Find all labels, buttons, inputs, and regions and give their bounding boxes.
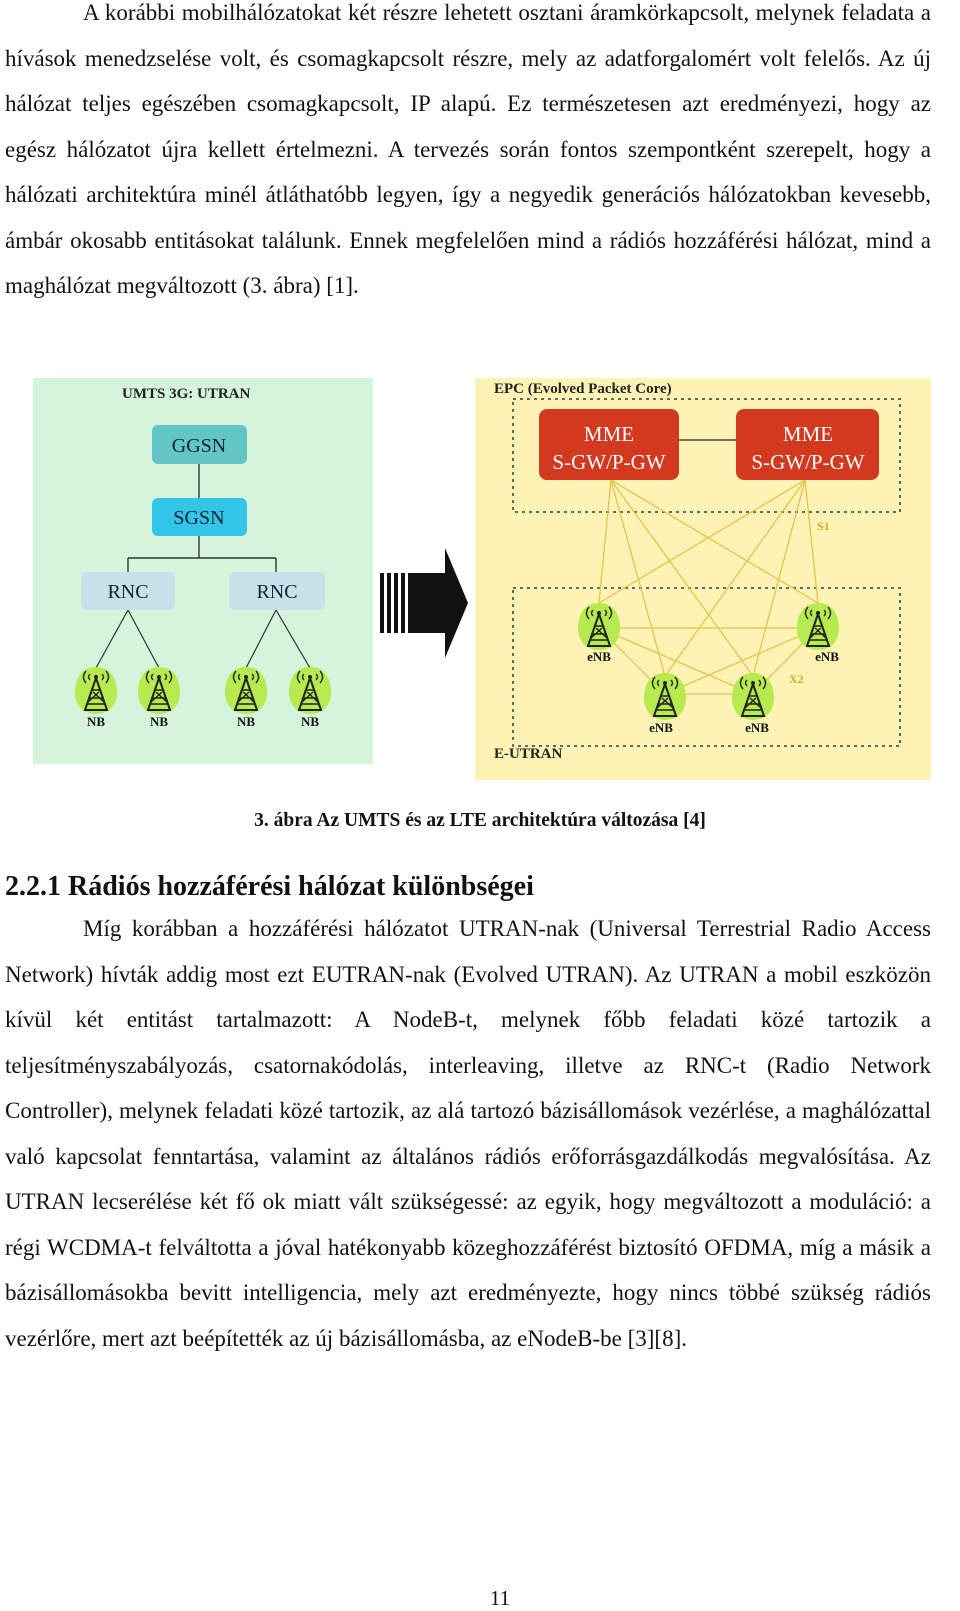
enb-tower-icon — [731, 672, 775, 721]
rnc-label: RNC — [107, 581, 148, 603]
nb-label: NB — [301, 714, 319, 729]
page-number: 11 — [489, 1586, 511, 1610]
rnc-label: RNC — [256, 581, 297, 603]
nb-tower-icon — [288, 666, 332, 715]
mme-label: MME — [584, 422, 634, 446]
nb-label: NB — [150, 714, 168, 729]
mme-node — [539, 409, 679, 480]
section-heading: 2.2.1 Rádiós hozzáférési hálózat különbs… — [5, 871, 534, 902]
enb-label: eNB — [587, 649, 611, 664]
umts-panel: UMTS 3G: UTRAN GGSN SGSN RNC RNC NB NB N… — [33, 378, 373, 764]
sgsn-label: SGSN — [173, 507, 224, 529]
rnc-node — [81, 572, 175, 610]
architecture-figure: UMTS 3G: UTRAN GGSN SGSN RNC RNC NB NB N… — [33, 378, 931, 780]
epc-title: EPC (Evolved Packet Core) — [494, 381, 672, 397]
transition-arrow-icon — [380, 548, 468, 658]
intro-paragraph: A korábbi mobilhálózatokat két részre le… — [5, 0, 931, 298]
body-paragraph: Míg korábban a hozzáférési hálózatot UTR… — [5, 916, 931, 1351]
nb-tower-icon — [74, 666, 118, 715]
eutran-boundary — [512, 587, 901, 747]
enb-tower-icon — [643, 672, 687, 721]
mme-label: S-GW/P-GW — [552, 450, 665, 474]
enb-label: eNB — [815, 649, 839, 664]
nb-tower-icon — [224, 666, 268, 715]
enb-label: eNB — [745, 720, 769, 735]
mme-label: MME — [783, 422, 833, 446]
mme-label: S-GW/P-GW — [751, 450, 864, 474]
mme-node — [736, 409, 879, 480]
epc-boundary — [512, 398, 901, 513]
nb-label: NB — [87, 714, 105, 729]
s1-label: S1 — [817, 519, 830, 533]
rnc-node — [229, 572, 325, 610]
sgsn-node — [152, 498, 247, 536]
s1-links — [598, 479, 819, 677]
figure-caption: 3. ábra Az UMTS és az LTE architektúra v… — [254, 810, 706, 831]
x2-label: X2 — [789, 672, 804, 686]
nb-tower-icon — [137, 666, 181, 715]
lte-panel: EPC (Evolved Packet Core) MME S-GW/P-GW … — [475, 378, 931, 780]
eutran-title: E-UTRAN — [494, 746, 563, 762]
enb-tower-icon — [577, 602, 621, 651]
ggsn-label: GGSN — [172, 435, 226, 457]
enb-label: eNB — [649, 720, 673, 735]
nb-label: NB — [237, 714, 255, 729]
umts-title: UMTS 3G: UTRAN — [122, 386, 251, 402]
ggsn-node — [152, 425, 247, 464]
enb-tower-icon — [796, 602, 840, 651]
